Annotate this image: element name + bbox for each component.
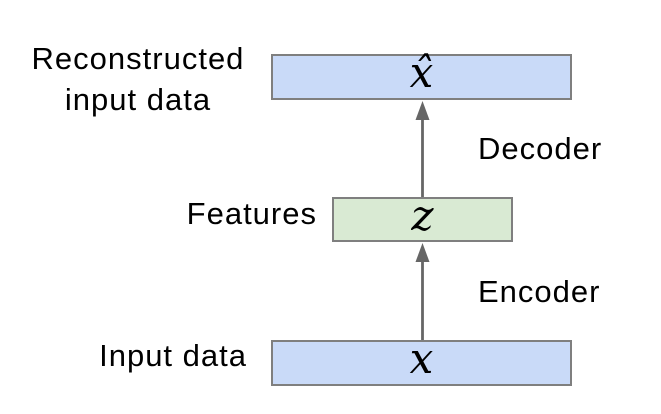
decoder-arrowhead-icon <box>415 101 430 120</box>
reconstructed-label-line2: input data <box>64 82 212 117</box>
z-symbol: z <box>411 190 434 240</box>
reconstructed-label-line1: Reconstructed <box>31 41 245 76</box>
features-box: z <box>332 190 513 242</box>
encoder-label: Encoder <box>478 274 601 309</box>
features-label: Features <box>186 196 317 231</box>
encoder-arrowhead-icon <box>415 243 430 262</box>
decoder-arrow <box>415 101 430 197</box>
reconstructed-output-box: x̂ <box>271 48 572 100</box>
reconstructed-input-data-label: Reconstructed input data <box>12 38 264 120</box>
x-symbol: x <box>409 334 434 383</box>
encoder-arrow <box>415 243 430 340</box>
input-data-box: x <box>271 334 572 386</box>
input-data-label: Input data <box>99 338 247 373</box>
decoder-label: Decoder <box>478 131 603 166</box>
x-hat-symbol: x̂ <box>409 48 434 97</box>
